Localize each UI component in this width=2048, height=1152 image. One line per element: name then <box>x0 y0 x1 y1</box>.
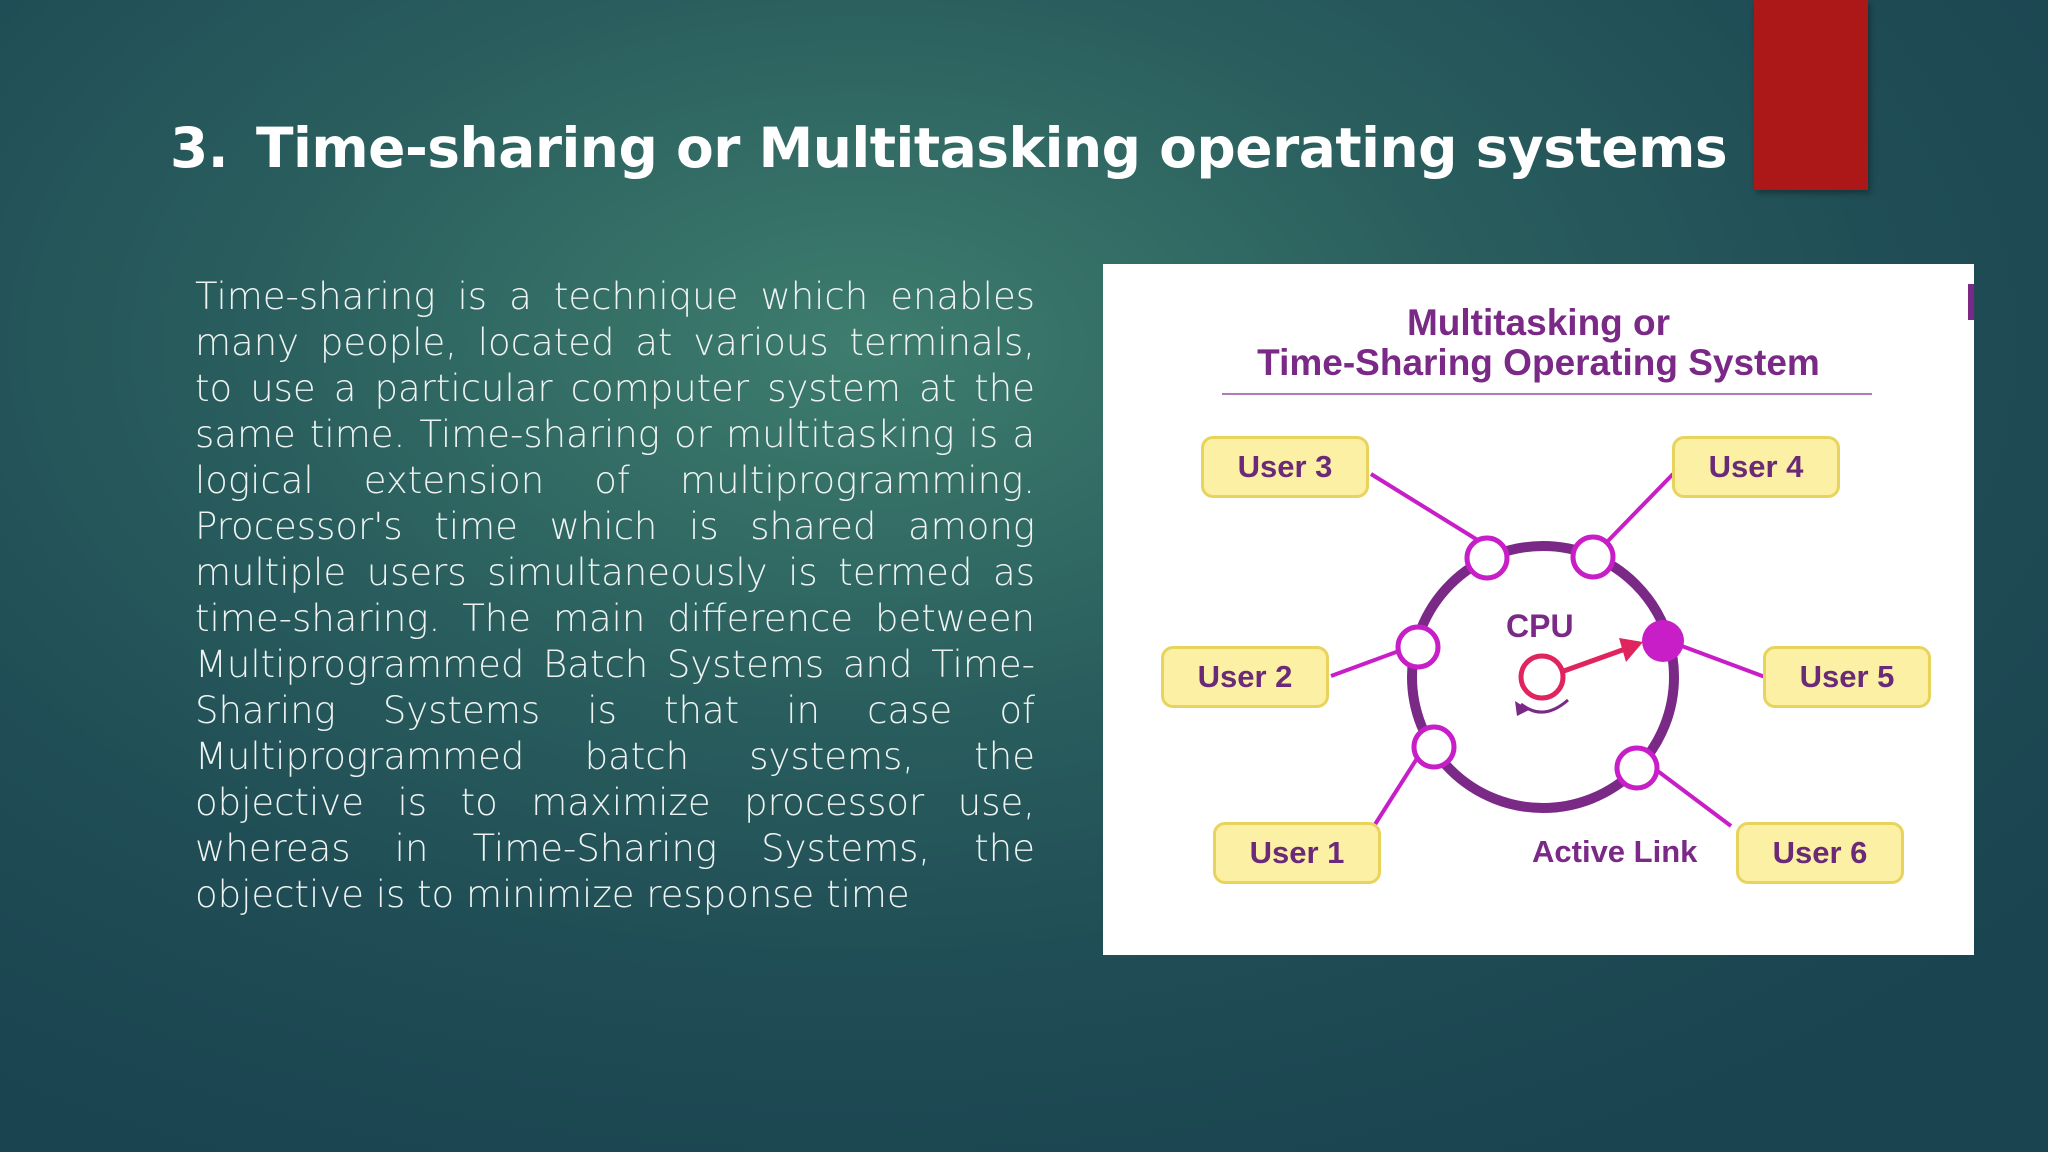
figure-edge-mark <box>1968 284 1974 320</box>
link-user4 <box>1601 472 1675 548</box>
slide-title: 3. Time-sharing or Multitasking operating… <box>170 116 1728 180</box>
link-user3 <box>1369 472 1486 546</box>
diagram-graphics <box>1222 393 1872 828</box>
node-user4 <box>1570 534 1616 580</box>
slide-body-text: Time-sharing is a technique which enable… <box>195 275 1035 916</box>
node-user6 <box>1614 745 1660 791</box>
user-box-3: User 3 <box>1201 436 1369 498</box>
slide-title-text: Time-sharing or Multitasking operating s… <box>256 116 1728 180</box>
node-user3 <box>1464 535 1510 581</box>
node-user2 <box>1395 624 1441 670</box>
diagram-title-line1: Multitasking or <box>1406 302 1671 343</box>
user-box-2: User 2 <box>1161 646 1329 708</box>
user-box-6: User 6 <box>1736 822 1904 884</box>
user-box-1: User 1 <box>1213 822 1381 884</box>
active-node-user5 <box>1642 620 1684 662</box>
active-link-label: Active Link <box>1532 834 1698 869</box>
cpu-label: CPU <box>1506 608 1574 644</box>
cpu-ring <box>1407 541 1679 813</box>
slide-number: 3. <box>170 116 229 180</box>
accent-tab <box>1754 0 1868 190</box>
time-sharing-diagram: Multitasking or Time-Sharing Operating S… <box>1103 264 1974 955</box>
node-user1 <box>1411 724 1457 770</box>
cpu-rotation-icon <box>1515 638 1643 716</box>
user-box-4: User 4 <box>1672 436 1840 498</box>
user-box-5: User 5 <box>1763 646 1931 708</box>
link-user1 <box>1372 747 1425 828</box>
diagram-title-line2: Time-Sharing Operating System <box>1257 342 1820 383</box>
